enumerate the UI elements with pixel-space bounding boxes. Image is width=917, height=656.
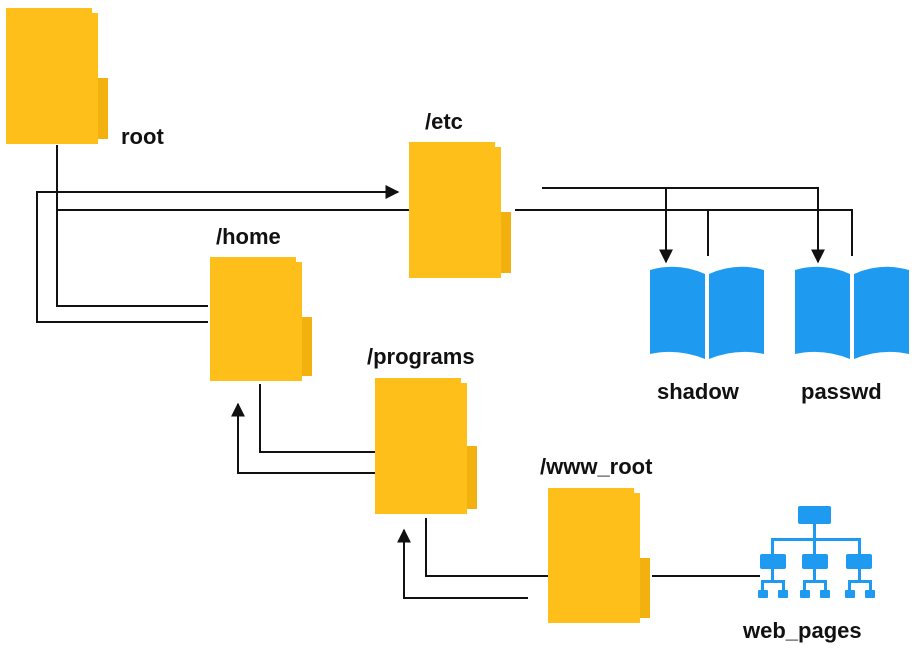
folder-icon-tab <box>98 78 108 139</box>
book-icon <box>795 266 909 359</box>
folder-label-programs: /programs <box>367 344 475 369</box>
sitemap-icon <box>758 506 875 598</box>
folder-icon-tab <box>302 317 312 376</box>
connector-programs-to-home-arrow <box>231 402 375 474</box>
connector-etc-to-shadow <box>515 209 709 256</box>
folder-label-root: root <box>121 124 164 149</box>
folder-label-home: /home <box>216 224 281 249</box>
folder-icon-tab <box>467 446 477 509</box>
connector-programs-to-www-root <box>425 518 548 577</box>
book-icon <box>650 266 764 359</box>
connector-root-to-etc <box>56 145 410 211</box>
folder-programs <box>375 378 477 514</box>
folder-root <box>6 8 108 144</box>
file-label-shadow: shadow <box>657 379 740 404</box>
folder-etc <box>409 142 511 278</box>
connector-home-to-programs <box>259 384 375 453</box>
folder-home <box>210 257 312 381</box>
connectors <box>36 145 853 599</box>
connector-etc-to-passwd-arrow <box>666 187 825 264</box>
folder-icon-tab <box>640 558 650 618</box>
folder-icon <box>409 142 501 278</box>
folder-icon <box>548 488 640 623</box>
folder-icon <box>210 257 302 381</box>
file-label-passwd: passwd <box>801 379 882 404</box>
connector-etc-to-shadow-arrow <box>542 187 673 264</box>
file-label-web-pages: web_pages <box>742 618 862 643</box>
folder-www-root <box>548 488 650 623</box>
connector-root-to-home <box>56 210 208 307</box>
connector-home-to-etc-arrow <box>36 185 400 323</box>
connector-www-root-to-programs-arrow <box>397 528 528 599</box>
connector-etc-to-passwd <box>708 209 853 256</box>
folder-icon-tab <box>501 212 511 273</box>
folder-icon <box>6 8 98 144</box>
folder-label-etc: /etc <box>425 109 463 134</box>
folder-icon <box>375 378 467 514</box>
folder-label-www-root: /www_root <box>540 454 653 479</box>
